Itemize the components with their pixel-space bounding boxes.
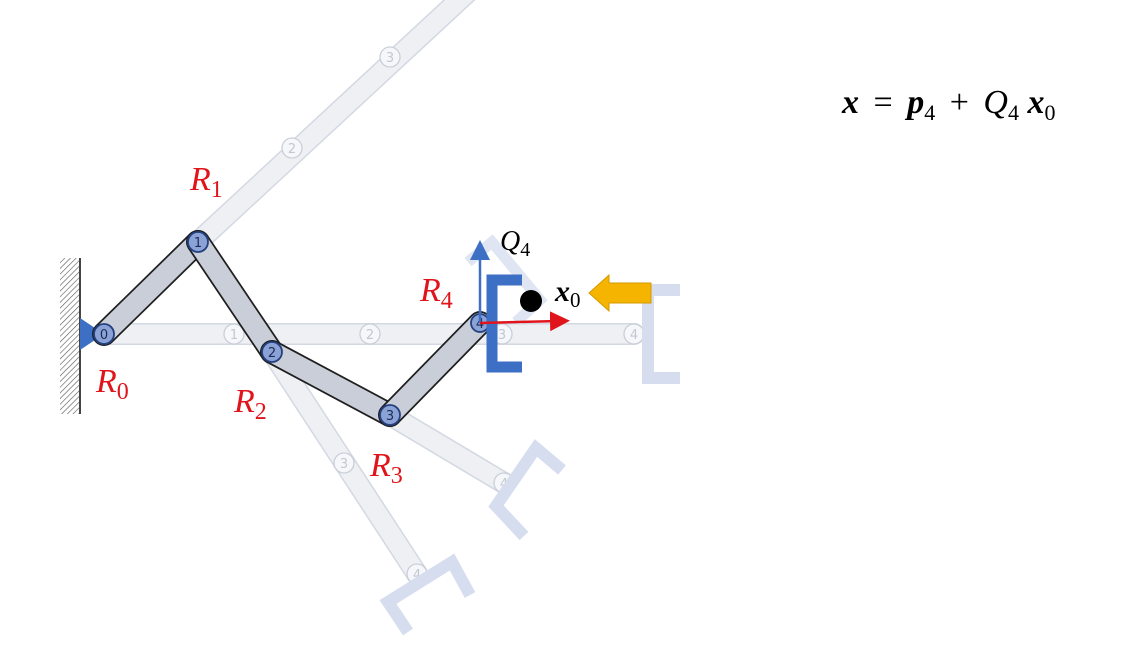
joint-1: 1 [187, 231, 209, 253]
ghost-pose-lower-shallow: 4 [379, 404, 566, 541]
ghost-gripper [488, 439, 566, 541]
ghost-pose-straight-horizontal: 1 2 3 4 [93, 284, 680, 384]
pointing-arrow [588, 273, 652, 313]
frame-q4-axes [470, 240, 570, 332]
wall-hatching [60, 258, 80, 414]
svg-text:2: 2 [268, 346, 276, 361]
ghost-joint: 3 [379, 46, 401, 68]
svg-text:4: 4 [413, 568, 421, 583]
label-r2: R2 [233, 383, 267, 425]
svg-text:4: 4 [476, 317, 484, 332]
link-2-3 [260, 340, 402, 427]
ghost-pose-upper-diagonal: 2 3 [187, 0, 476, 253]
ghost-joint: 2 [281, 137, 303, 159]
ghost-gripper [642, 284, 680, 384]
svg-text:3: 3 [386, 51, 394, 66]
svg-text:2: 2 [288, 142, 296, 157]
label-r4: R4 [419, 272, 453, 314]
ghost-joint: 1 [223, 323, 245, 345]
ghost-gripper [379, 553, 476, 636]
ghost-pose-lower-steep: 3 4 [261, 341, 476, 636]
frame-x-axis [479, 311, 570, 332]
ghost-joint: 2 [359, 323, 381, 345]
ghost-joint: 3 [333, 452, 355, 474]
label-r0: R0 [95, 363, 129, 405]
link-3-4 [378, 311, 492, 427]
ghost-configurations: 2 3 1 2 3 4 [93, 0, 680, 636]
label-r1: R1 [189, 161, 223, 203]
point-x0 [520, 290, 542, 312]
ghost-joint: 4 [623, 323, 645, 345]
label-q4: Q4 [500, 226, 530, 261]
svg-text:4: 4 [630, 328, 638, 343]
svg-text:2: 2 [366, 328, 374, 343]
svg-text:1: 1 [194, 236, 202, 251]
svg-text:3: 3 [386, 409, 394, 424]
label-x0: x0 [554, 275, 581, 312]
link-0-1 [92, 230, 210, 346]
joint-2: 2 [261, 341, 283, 363]
svg-text:1: 1 [230, 328, 238, 343]
label-r3: R3 [369, 447, 403, 489]
joint-3: 3 [379, 404, 401, 426]
svg-text:3: 3 [498, 328, 506, 343]
svg-text:3: 3 [340, 457, 348, 472]
link-1-2 [186, 230, 284, 364]
svg-text:0: 0 [100, 328, 108, 343]
equation: x = p4 + Q4 x0 [841, 84, 1055, 128]
active-arm: 0 1 2 3 4 [92, 230, 492, 427]
joint-0: 0 [93, 323, 115, 345]
